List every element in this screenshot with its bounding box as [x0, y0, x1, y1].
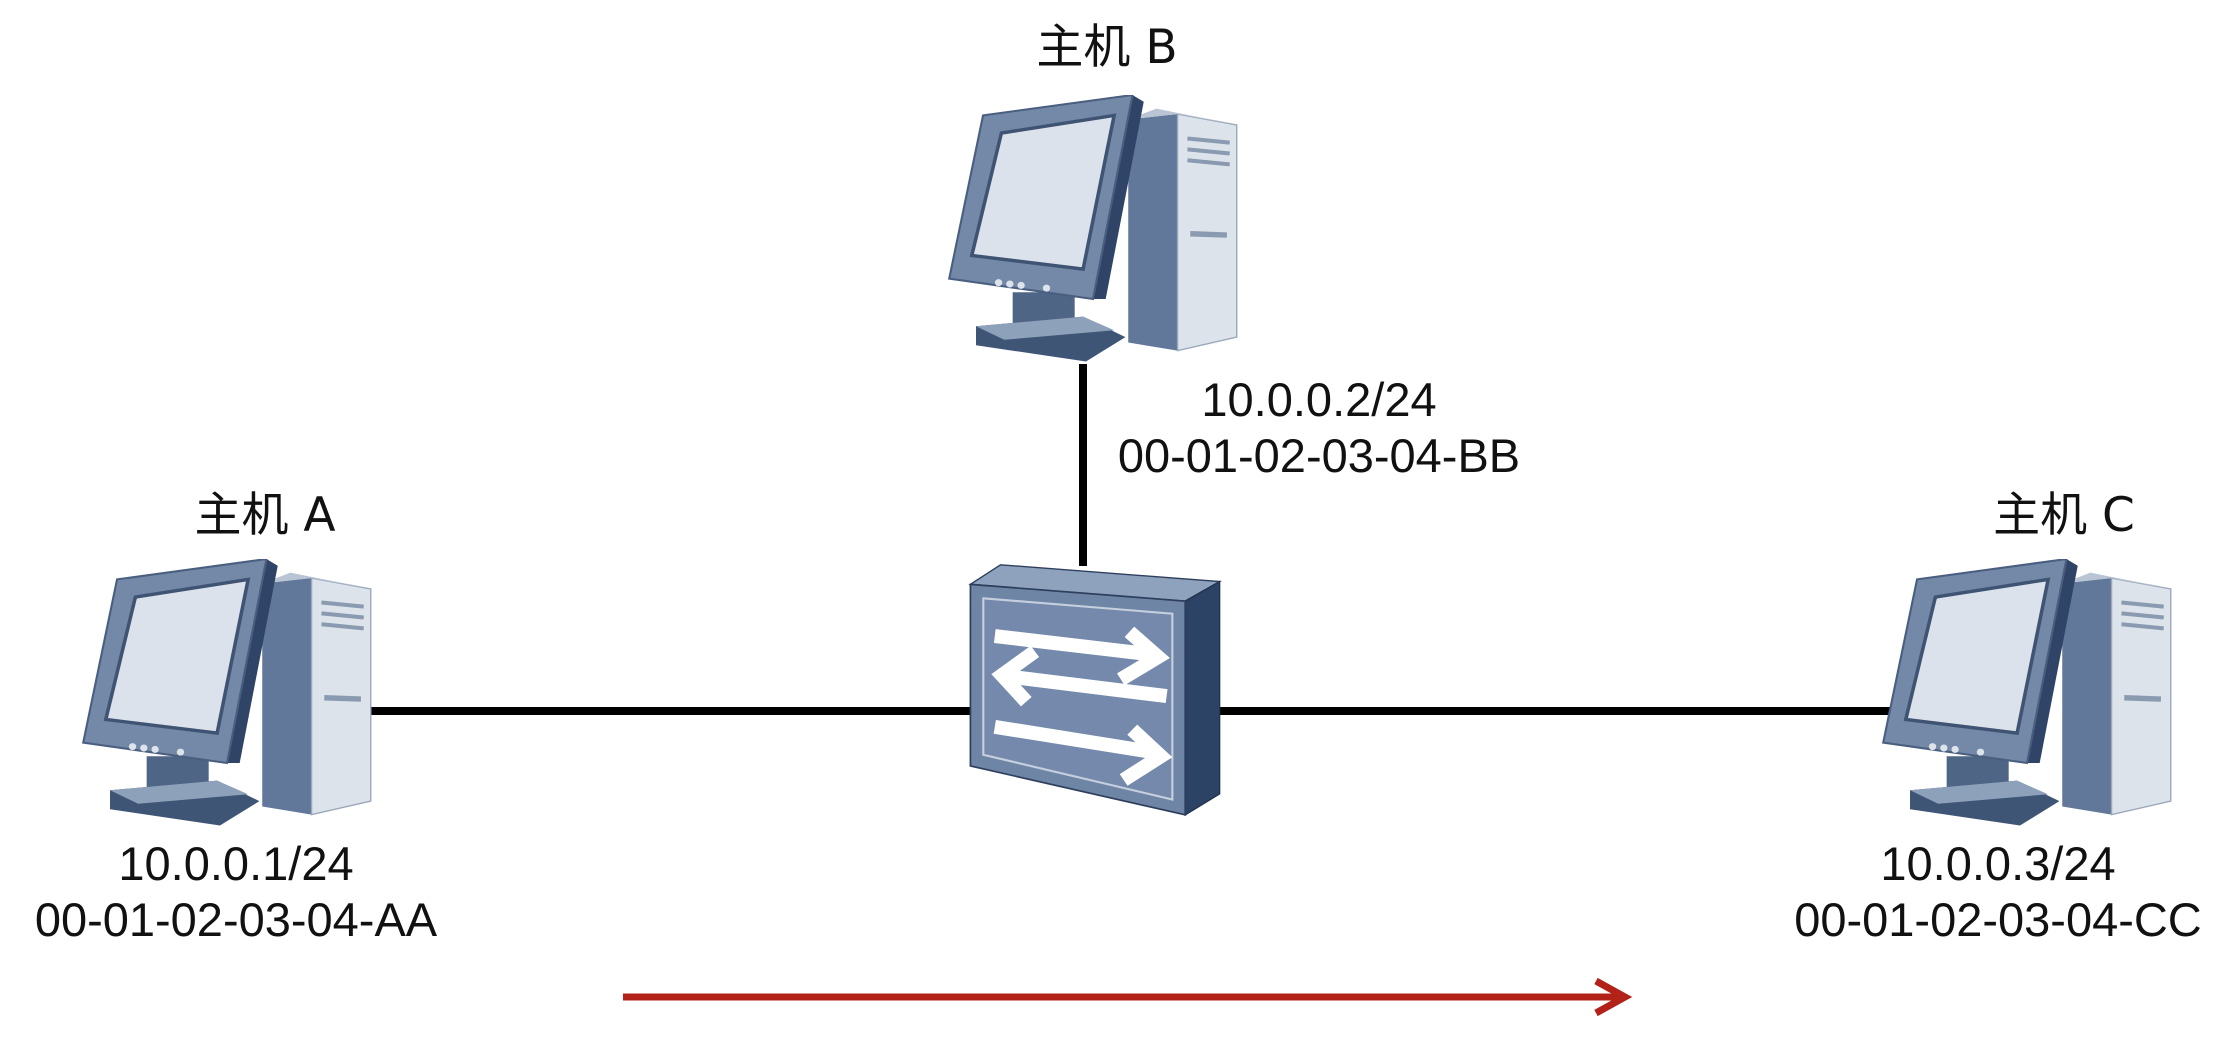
host-b-ip: 10.0.0.2/24 [1201, 373, 1436, 426]
switch-arrow-right-top [993, 626, 1170, 686]
host-b-computer-icon [949, 95, 1237, 362]
host-c-computer-icon [1883, 559, 2171, 826]
flow-arrow [623, 977, 1633, 1017]
host-a-mac: 00-01-02-03-04-AA [35, 893, 438, 946]
host-c-mac: 00-01-02-03-04-CC [1794, 893, 2202, 946]
host-a-computer-icon [83, 559, 371, 826]
flow-arrow-head [1594, 977, 1633, 1017]
switch-icon [968, 564, 1222, 817]
host-b: 主机 B 10.0.0.2/24 00-01-02-03-04-BB [949, 20, 1520, 482]
switch-arrow-right-bottom [993, 719, 1173, 786]
host-b-name: 主机 B [1036, 20, 1177, 75]
switch-side [1184, 580, 1221, 817]
host-a: 主机 A 10.0.0.1/24 00-01-02-03-04-AA [35, 488, 438, 946]
host-c-name: 主机 C [1993, 488, 2135, 543]
host-c: 主机 C 10.0.0.3/24 00-01-02-03-04-CC [1794, 488, 2202, 946]
host-c-ip: 10.0.0.3/24 [1880, 837, 2115, 890]
host-a-name: 主机 A [194, 488, 335, 543]
host-b-mac: 00-01-02-03-04-BB [1118, 429, 1520, 482]
switch-arrow-left [991, 645, 1168, 707]
host-a-ip: 10.0.0.1/24 [118, 837, 353, 890]
